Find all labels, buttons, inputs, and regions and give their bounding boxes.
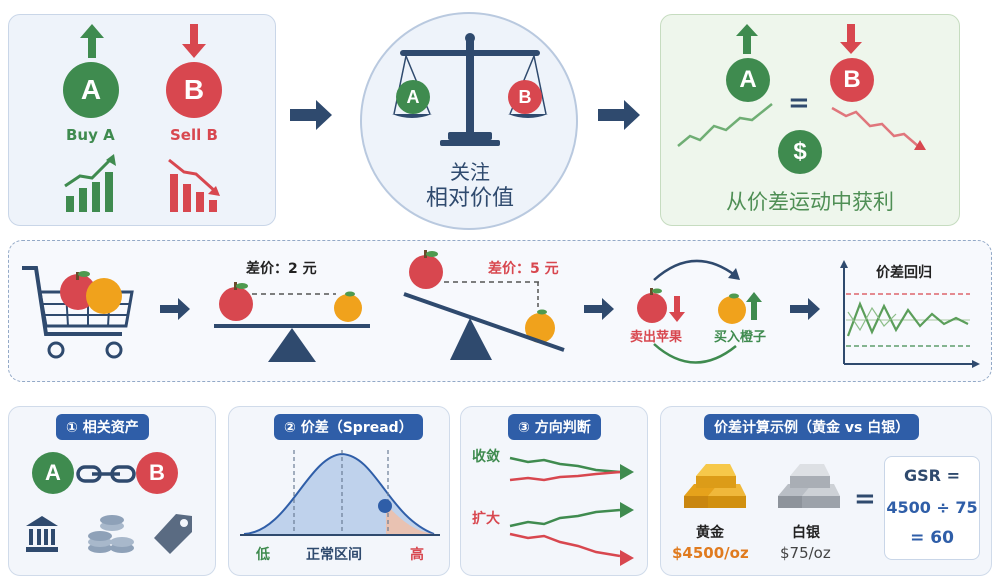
dollar-coin-icon: $ [778,130,822,174]
profit-asset-a: A [726,58,770,102]
right-arrow-icon-3 [160,298,190,320]
focus-line1: 关注 [450,160,490,184]
rising-line-icon [677,103,773,147]
right-arrow-icon-4 [584,298,614,320]
buy-sell-panel [8,14,276,226]
spread-normal-label: 正常区间 [306,547,362,563]
right-arrow-icon-5 [790,298,820,320]
rising-bars-icon [64,154,116,212]
buy-orange-label: 买入橙子 [714,330,767,345]
gold-label: 黄金 [696,525,724,541]
related-asset-b: B [136,452,178,494]
bank-icon [26,516,58,552]
tag-icon [154,514,192,554]
related-assets-title: ① 相关资产 [56,414,149,440]
tilted-seesaw-icon [403,250,565,360]
silver-bars-icon [778,464,840,508]
down-arrow-icon-2 [840,24,862,54]
equals-sign: = [788,88,810,118]
falling-line-icon [831,106,926,150]
gold-silver-title: 价差计算示例（黄金 vs 白银） [704,414,920,440]
level-seesaw-icon [214,282,370,362]
sell-apple-label: 卖出苹果 [630,330,683,345]
up-arrow-icon [80,24,104,58]
direction-title: ③ 方向判断 [508,414,601,440]
gsr-line3: = 60 [910,528,954,548]
gsr-line1: GSR = [904,466,960,485]
right-arrow-icon [290,100,332,130]
up-arrow-icon-2 [736,24,758,54]
expand-label: 扩大 [472,511,500,527]
balance-asset-a: A [396,80,430,114]
expand-lines [509,502,634,566]
gold-bars-icon [684,464,746,508]
chain-link-icon [76,465,136,483]
balance-asset-b: B [508,80,542,114]
profit-asset-b: B [830,58,874,102]
mean-reversion-chart [840,260,980,368]
converge-lines [509,456,634,482]
focus-line2: 相对价值 [425,186,514,211]
spread-low-label: 低 [256,547,270,563]
spread-large-label: 差价：5 元 [488,261,559,277]
profit-panel [660,14,960,226]
spread-high-label: 高 [410,547,424,563]
balance-scale-icon [392,33,548,146]
gsr-equals-sign: = [854,484,876,514]
revert-title: 价差回归 [876,265,932,281]
asset-a-circle: A [63,62,119,118]
falling-bars-icon [168,158,220,212]
asset-b-circle: B [166,62,222,118]
bell-curve-chart [240,450,440,536]
right-arrow-icon-2 [598,100,640,130]
gsr-line2: 4500 ÷ 75 [886,498,978,517]
related-asset-a: A [32,452,74,494]
converge-label: 收敛 [472,449,500,465]
spread-small-label: 差价：2 元 [246,261,317,277]
profit-label: 从价差运动中获利 [726,190,894,214]
buy-a-label: Buy A [66,126,115,144]
gsr-box [884,456,980,560]
shopping-cart-icon [22,266,134,359]
silver-price: $75/oz [780,544,831,562]
sell-b-label: Sell B [170,126,218,144]
down-arrow-icon [182,24,206,58]
spread-title: ② 价差（Spread） [274,414,423,440]
silver-label: 白银 [792,525,820,541]
coins-icon [88,515,134,553]
gold-price: $4500/oz [672,544,749,562]
trade-cycle-icon [637,259,762,364]
